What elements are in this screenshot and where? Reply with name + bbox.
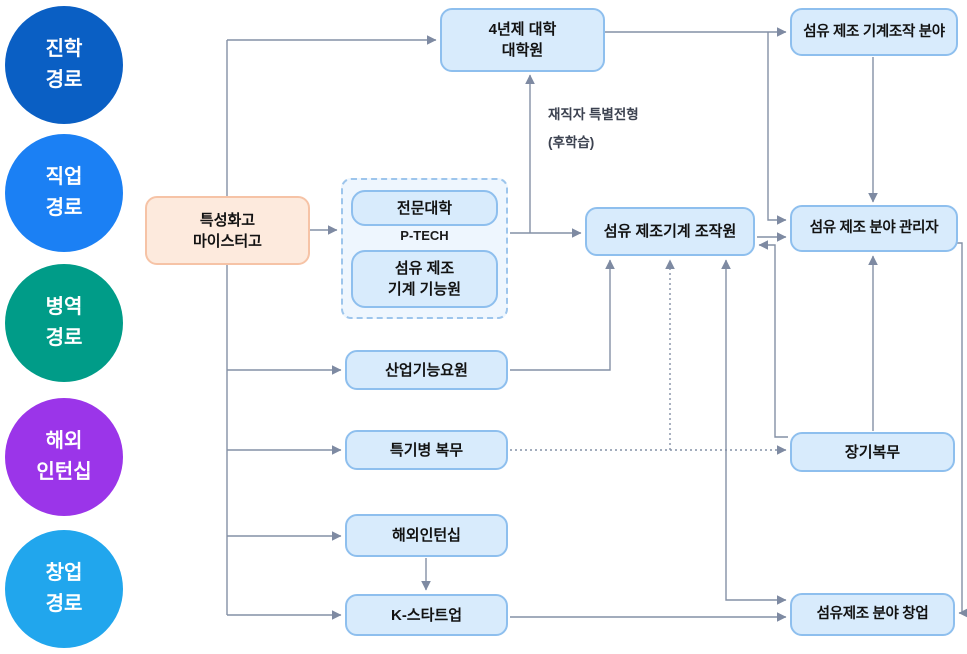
- node-specialty-soldier: 특기병 복무: [345, 430, 508, 470]
- node-manager: 섬유 제조 분야 관리자: [790, 205, 958, 252]
- node-longterm-service: 장기복무: [790, 432, 955, 472]
- legend-label: 인턴십: [36, 461, 92, 483]
- node-machine-technician: 섬유 제조 기계 기능원: [351, 250, 498, 308]
- edge-manager-to-startup-field: [957, 242, 967, 618]
- edge-branch-to-manager: [767, 32, 787, 225]
- legend-label: 경로: [45, 69, 83, 91]
- legend-circle-military: 병역 경로: [5, 264, 123, 382]
- node-label: 전문대학: [396, 199, 453, 217]
- legend-label: 직업: [45, 166, 83, 188]
- node-label: 해외인턴십: [391, 527, 461, 544]
- node-label: K-스타트업: [390, 606, 463, 624]
- node-label: 섬유제조 분야 창업: [816, 606, 929, 623]
- legend-circle-overseas-internship: 해외 인턴십: [5, 398, 123, 516]
- node-label: 산업기능요원: [385, 361, 468, 379]
- legend-label: 경로: [45, 327, 83, 349]
- node-overseas-internship: 해외인턴십: [345, 514, 508, 557]
- node-startup-field: 섬유제조 분야 창업: [790, 593, 955, 636]
- node-operator: 섬유 제조기계 조작원: [585, 207, 755, 256]
- node-label: 대학원: [501, 42, 544, 59]
- node-machine-operation-field: 섬유 제조 기계조작 분야: [790, 8, 958, 56]
- node-label: 섬유 제조: [394, 260, 455, 277]
- legend-label: 진학: [45, 38, 83, 60]
- node-label: 섬유 제조 분야 관리자: [809, 220, 939, 237]
- node-industrial-personnel: 산업기능요원: [345, 350, 508, 390]
- edge-longterm-to-operator: [758, 240, 788, 438]
- node-label: P-TECH: [400, 228, 449, 243]
- legend-circle-advancement: 진학 경로: [5, 6, 123, 124]
- node-label: 기계 기능원: [387, 281, 462, 298]
- node-label: 특성화고: [199, 211, 256, 229]
- edge-operator-startup-bidirectional: [721, 259, 787, 605]
- legend-circle-employment: 직업 경로: [5, 134, 123, 252]
- legend-label: 해외: [45, 430, 83, 452]
- node-university: 4년제 대학 대학원: [440, 8, 605, 72]
- node-label: 섬유 제조 기계조작 분야: [803, 23, 945, 40]
- note-line: (후학습): [548, 135, 595, 150]
- legend-circle-startup: 창업 경로: [5, 530, 123, 648]
- note-line: 재직자 특별전형: [548, 107, 639, 122]
- ptech-label: P-TECH: [343, 228, 506, 243]
- legend-label: 경로: [45, 197, 83, 219]
- node-junior-college: 전문대학: [351, 190, 498, 226]
- node-highschool: 특성화고 마이스터고: [145, 196, 310, 265]
- node-label: 마이스터고: [192, 232, 262, 250]
- node-label: 섬유 제조기계 조작원: [603, 223, 737, 240]
- group-ptech: 전문대학 P-TECH 섬유 제조 기계 기능원: [341, 178, 508, 319]
- edge-industrial-to-operator: [510, 259, 615, 371]
- node-label: 4년제 대학: [488, 21, 557, 38]
- legend-label: 창업: [45, 562, 83, 584]
- node-label: 장기복무: [844, 443, 901, 461]
- note-special-admission: 재직자 특별전형 (후학습): [548, 101, 639, 157]
- legend-label: 경로: [45, 593, 83, 615]
- node-label: 특기병 복무: [389, 441, 464, 459]
- node-k-startup: K-스타트업: [345, 594, 508, 636]
- legend-label: 병역: [45, 296, 83, 318]
